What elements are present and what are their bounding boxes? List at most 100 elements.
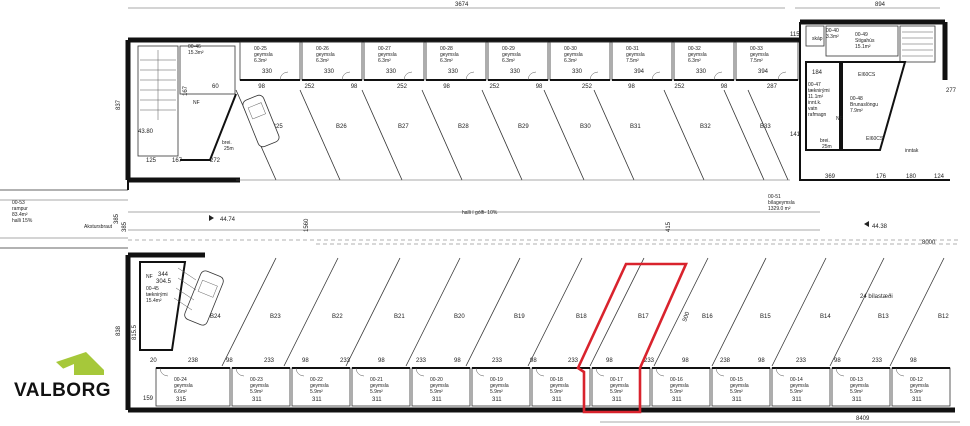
storage-id: 00-24 (174, 377, 187, 383)
storage-dim: 330 (696, 69, 707, 75)
storage-name: geymsla (910, 383, 929, 389)
storage-id: 00-20 (430, 377, 443, 383)
bay-line (283, 257, 339, 367)
storage-name: geymsla (790, 383, 809, 389)
door-icon (589, 71, 599, 81)
floor-slope: halli í gólfi- 10% (462, 210, 498, 216)
ramp-id: 00-53 (12, 200, 25, 206)
door-icon (341, 71, 351, 81)
storage-name: geymsla (378, 52, 397, 58)
door-icon (465, 71, 475, 81)
door-icon (713, 71, 723, 81)
storage-name: geymsla (490, 383, 509, 389)
storage-name: geymsla (430, 383, 449, 389)
door-icon (475, 367, 485, 377)
bay-B28: B28 (458, 124, 469, 130)
room-00-47-name: tæknirými (808, 88, 830, 94)
spacing-dim: 98 (351, 84, 358, 90)
storage-name: geymsla (670, 383, 689, 389)
dim-838: 838 (116, 325, 122, 336)
storage-dim: 330 (572, 69, 583, 75)
storage-area: 5.9m² (250, 389, 263, 395)
storage-id: 00-13 (850, 377, 863, 383)
ramp-area: 83.4m² (12, 212, 28, 218)
bay-B27: B27 (398, 124, 409, 130)
storage-dim: 311 (432, 397, 442, 403)
car-icon (242, 94, 280, 148)
dim-837: 837 (116, 99, 122, 110)
dim-344: 344 (158, 272, 169, 278)
door-icon (655, 367, 665, 377)
top-dimension: 3674 894 (128, 2, 940, 9)
dim-272: 272 (210, 158, 221, 164)
storage-area: 6.3m² (378, 58, 391, 64)
door-icon (235, 367, 245, 377)
level-304: 304.5 (156, 279, 172, 285)
dim-184: 184 (812, 70, 823, 76)
bay-line (405, 257, 461, 367)
storage-dim: 311 (792, 397, 802, 403)
door-icon (159, 367, 169, 377)
bottom-storage-row: 00-24geymsla6.6m²31500-23geymsla5.9m²311… (155, 367, 951, 407)
ramp-area: 00-53 rampur 83.4m² halli 15% Akstursbra… (0, 180, 960, 249)
bay-line (771, 257, 827, 367)
room-00-40-area: 3.3m² (826, 34, 839, 40)
bay-B12: B12 (938, 314, 949, 320)
spacing-dim: 252 (674, 84, 685, 90)
bay-B30: B30 (580, 124, 591, 130)
car-icon-lower (184, 270, 224, 326)
length-8000: 8000 (922, 240, 936, 246)
dim-115: 115 (790, 32, 800, 38)
door-icon (295, 367, 305, 377)
storage-dim: 330 (510, 69, 521, 75)
level-right: 44.38 (872, 224, 888, 230)
spacing-dim: 60 (212, 84, 219, 90)
dim-385: 385 (114, 213, 120, 224)
door-icon (651, 71, 661, 81)
bay-B13: B13 (878, 314, 889, 320)
bay-B21: B21 (394, 314, 405, 320)
storage-name: geymsla (730, 383, 749, 389)
bay-B17: B17 (638, 314, 649, 320)
spacing-dim: 98 (302, 358, 309, 364)
room-00-47-rafmagn: rafmagn (808, 112, 827, 118)
bay-line (663, 89, 705, 181)
bay-line (465, 257, 521, 367)
dim-180: 180 (906, 174, 917, 180)
bay-line (345, 257, 401, 367)
spacing-dim: 252 (397, 84, 408, 90)
storage-name: geymsla (370, 383, 389, 389)
dim-159: 159 (143, 396, 154, 402)
room-00-48-area: 7.9m² (850, 108, 863, 114)
storage-name: geymsla (688, 52, 707, 58)
storage-area: 5.9m² (550, 389, 563, 395)
room-00-45-id: 00-45 (146, 286, 159, 292)
dim-277: 277 (946, 88, 957, 94)
storage-dim: 330 (324, 69, 335, 75)
spacing-dim: 233 (568, 358, 579, 364)
room-00-46-area: 15.3m² (188, 50, 204, 56)
room-00-49-id: 00-49 (855, 32, 868, 38)
bay-line (527, 257, 583, 367)
dim-top-right: 894 (875, 2, 886, 8)
bay-line (361, 89, 403, 181)
door-icon (715, 367, 725, 377)
storage-id: 00-16 (670, 377, 683, 383)
room-00-47-innt: innt.k. (808, 100, 821, 106)
room-00-40: 00-40 (826, 28, 839, 34)
storage-id: 00-27 (378, 46, 391, 52)
storage-id: 00-28 (440, 46, 453, 52)
room-00-45-name: tæknirými (146, 292, 168, 298)
garage-name: bílageymsla (768, 200, 795, 206)
storage-area: 6.3m² (502, 58, 515, 64)
logo-text: VALBORG (14, 380, 111, 401)
bay-B15: B15 (760, 314, 771, 320)
storage-name: geymsla (254, 52, 273, 58)
